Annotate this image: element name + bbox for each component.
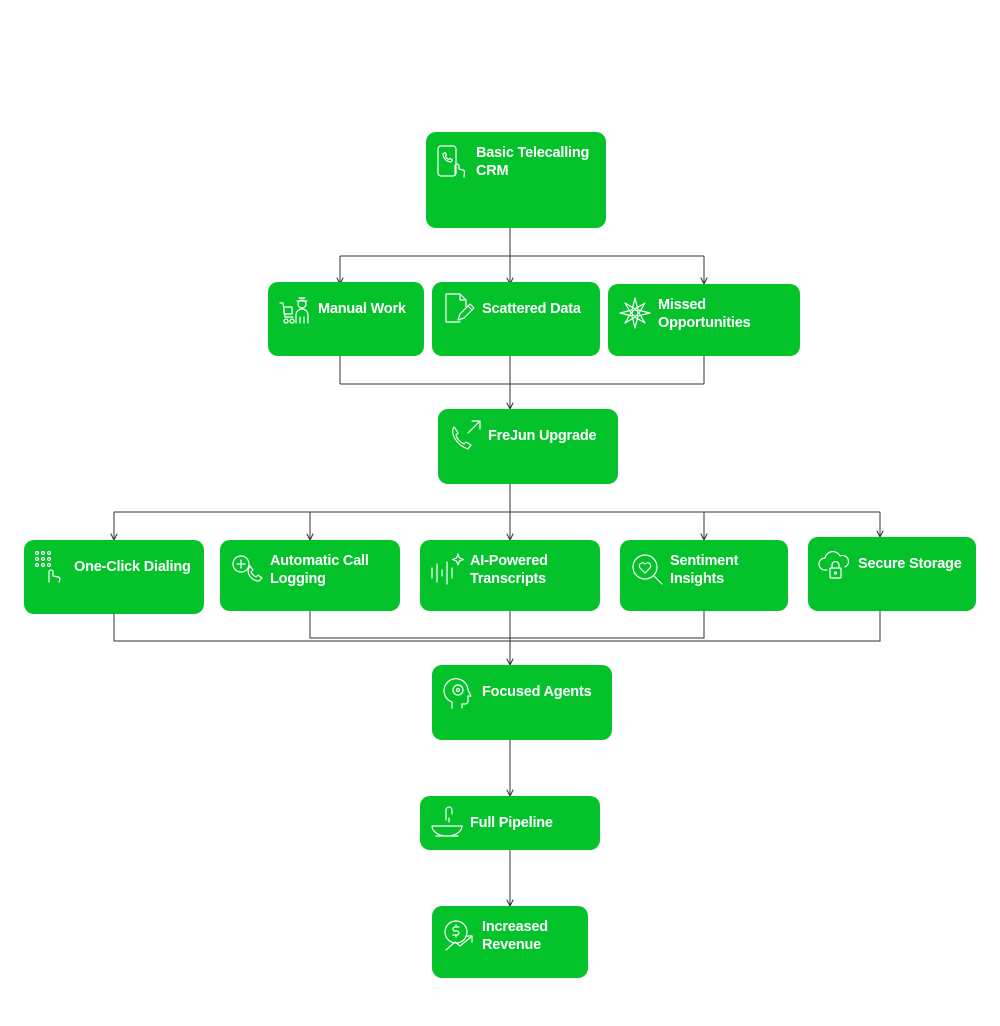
- crm-label-line2: CRM: [476, 163, 509, 179]
- secure-storage-label: Secure Storage: [858, 556, 962, 572]
- node-frejun-upgrade[interactable]: FreJun Upgrade: [438, 409, 618, 484]
- missed-label-line1: Missed: [658, 297, 706, 313]
- node-scattered-data[interactable]: Scattered Data: [432, 282, 600, 356]
- heart-search-icon: [630, 552, 664, 586]
- document-pen-icon: [442, 292, 476, 326]
- missed-label-line2: Opportunities: [658, 315, 751, 331]
- sentiment-label-line1: Sentiment: [670, 553, 739, 569]
- logging-label-line2: Logging: [270, 571, 326, 587]
- node-focused-agents[interactable]: Focused Agents: [432, 665, 612, 740]
- waveform-sparkle-icon: [430, 552, 464, 586]
- node-increased-revenue[interactable]: Increased Revenue: [432, 906, 588, 978]
- node-sentiment-insights[interactable]: Sentiment Insights: [620, 540, 788, 611]
- manual-work-label: Manual Work: [318, 301, 406, 317]
- node-basic-telecalling-crm[interactable]: Basic Telecalling CRM: [426, 132, 606, 228]
- node-ai-powered-transcripts[interactable]: AI-Powered Transcripts: [420, 540, 600, 611]
- scattered-data-label: Scattered Data: [482, 301, 581, 317]
- sentiment-label-line2: Insights: [670, 571, 724, 587]
- keypad-tap-icon: [34, 550, 68, 584]
- transcripts-label-line2: Transcripts: [470, 571, 546, 587]
- frejun-upgrade-label: FreJun Upgrade: [488, 428, 597, 444]
- transcripts-label-line1: AI-Powered: [470, 553, 548, 569]
- cloud-lock-icon: [818, 548, 852, 582]
- phone-touch-icon: [434, 144, 468, 178]
- full-pipeline-label: Full Pipeline: [470, 815, 553, 831]
- edge-dialing-down: [113, 614, 510, 642]
- node-missed-opportunities[interactable]: Missed Opportunities: [608, 284, 800, 356]
- faucet-bowl-icon: [430, 806, 464, 840]
- node-manual-work[interactable]: Manual Work: [268, 282, 424, 356]
- node-automatic-call-logging[interactable]: Automatic Call Logging: [220, 540, 400, 611]
- worker-cart-icon: [278, 293, 312, 327]
- crm-label-line1: Basic Telecalling: [476, 145, 590, 161]
- edge-storage-down: [510, 611, 881, 642]
- dollar-growth-icon: [442, 918, 476, 952]
- edge-logging-down: [309, 611, 510, 639]
- focused-agents-label: Focused Agents: [482, 684, 592, 700]
- head-target-icon: [442, 676, 476, 710]
- edge-sentiment-down: [510, 611, 705, 639]
- revenue-label-line1: Increased: [482, 919, 548, 935]
- one-click-dialing-label: One-Click Dialing: [74, 559, 191, 575]
- node-full-pipeline[interactable]: Full Pipeline: [420, 796, 600, 850]
- node-one-click-dialing[interactable]: One-Click Dialing: [24, 540, 204, 614]
- phone-add-icon: [230, 552, 264, 586]
- logging-label-line1: Automatic Call: [270, 553, 369, 569]
- node-secure-storage[interactable]: Secure Storage: [808, 537, 976, 611]
- phone-outgoing-icon: [448, 419, 482, 453]
- revenue-label-line2: Revenue: [482, 937, 542, 953]
- compass-star-icon: [618, 296, 652, 330]
